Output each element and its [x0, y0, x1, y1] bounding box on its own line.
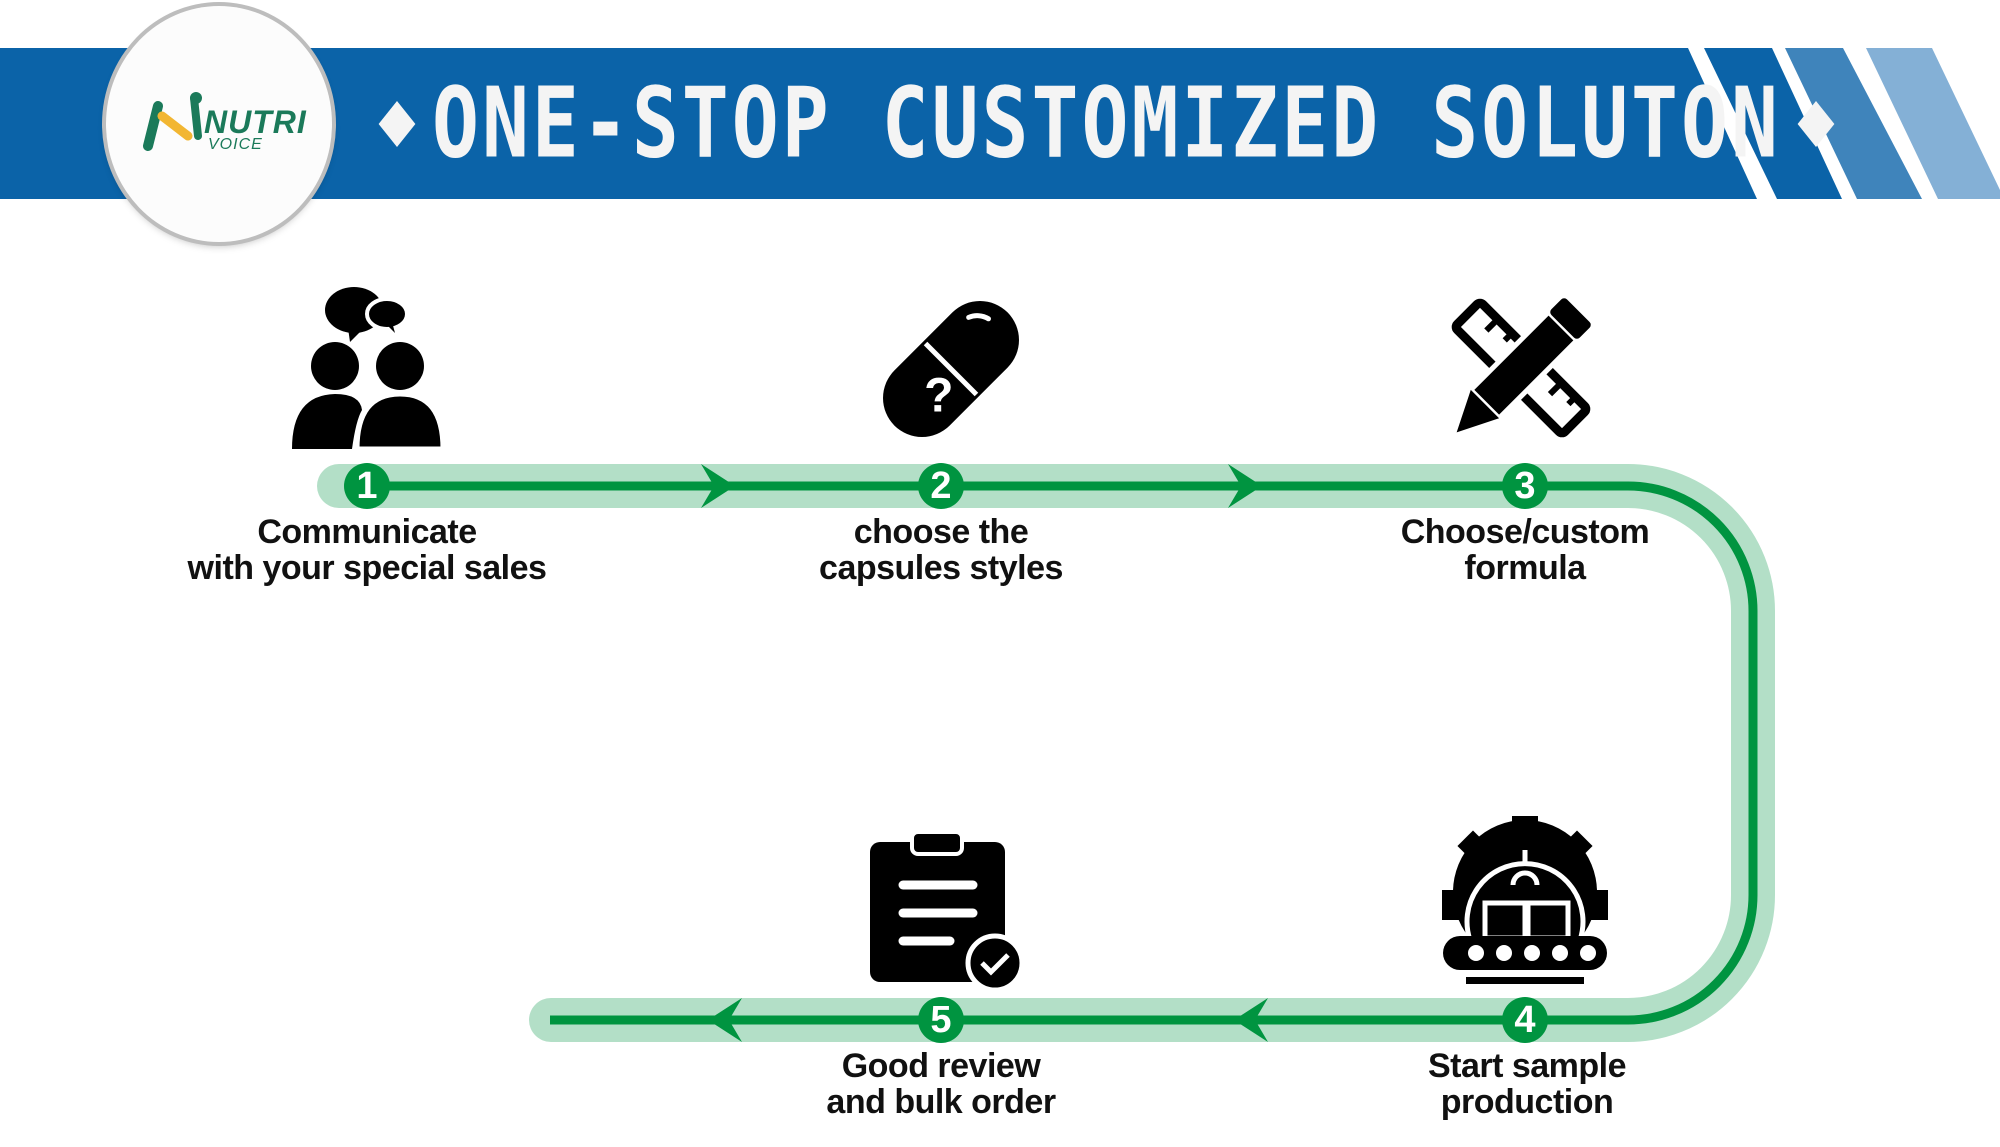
clipboard-check-icon — [870, 830, 1025, 993]
logo-name: NUTRI — [204, 104, 307, 140]
banner-stripe — [1785, 48, 1922, 199]
svg-text:?: ? — [924, 369, 953, 422]
arrow-left-icon — [1234, 998, 1268, 1042]
label-line: and bulk order — [826, 1083, 1056, 1121]
banner-stripe — [1704, 48, 1842, 199]
step-number: 1 — [344, 463, 390, 509]
label-line: capsules styles — [819, 549, 1063, 587]
page-title: ONE-STOP CUSTOMIZED SOLUTON — [362, 54, 1851, 194]
step-number: 2 — [918, 463, 964, 509]
step-number: 4 — [1502, 997, 1548, 1043]
label-line: formula — [1464, 549, 1586, 587]
label-line: Good review — [841, 1047, 1041, 1085]
label-line: with your special sales — [187, 549, 547, 587]
logo-sub: VOICE — [208, 136, 263, 153]
logo-mark-icon — [143, 92, 202, 151]
step-number: 5 — [918, 997, 964, 1043]
process-line — [367, 481, 1758, 1025]
label-line: production — [1440, 1083, 1614, 1121]
people-chat-icon — [292, 287, 446, 452]
logo: NUTRI VOICE — [106, 6, 332, 242]
header-banner — [0, 48, 1757, 199]
diamond-icon — [378, 101, 416, 147]
pencil-ruler-icon — [1451, 298, 1591, 438]
label-line: Start sample — [1427, 1047, 1627, 1085]
label-line: Choose/custom — [1400, 513, 1650, 551]
title-text: ONE-STOP CUSTOMIZED SOLUTON — [432, 67, 1781, 181]
step-number: 3 — [1502, 463, 1548, 509]
arrow-right-icon — [701, 464, 735, 508]
arrow-left-icon — [708, 998, 742, 1042]
label-line: Communicate — [257, 513, 477, 551]
factory-conveyor-icon — [1442, 816, 1608, 984]
label-line: choose the — [853, 513, 1029, 551]
capsule-question-icon: ? — [883, 301, 1019, 437]
banner-stripe — [1866, 48, 2000, 199]
diamond-icon — [1797, 101, 1835, 147]
arrow-right-icon — [1228, 464, 1262, 508]
